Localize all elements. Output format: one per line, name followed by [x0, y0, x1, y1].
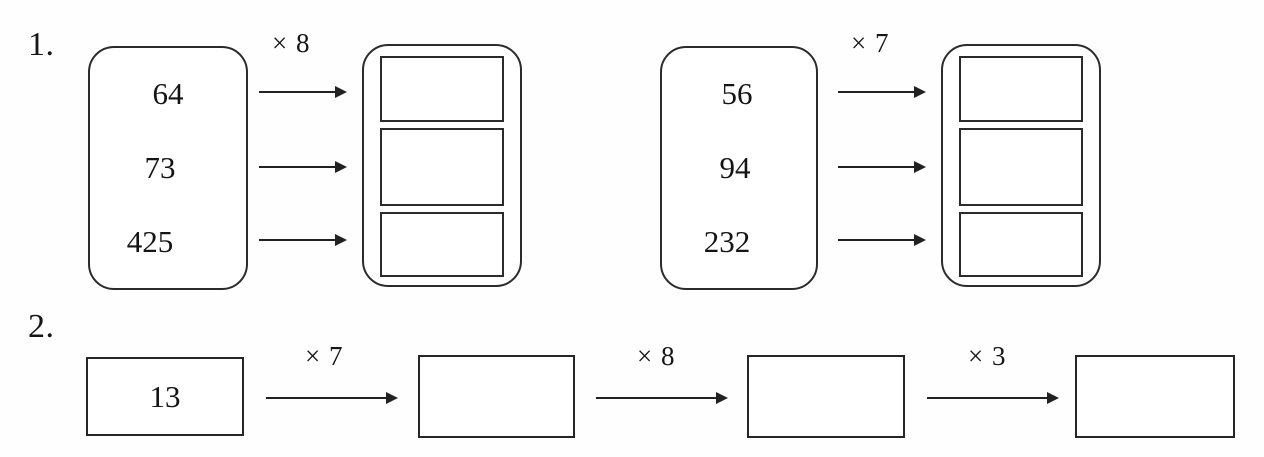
answer-slot-b-1[interactable]	[959, 56, 1083, 122]
input-capsule-group-b	[660, 46, 818, 290]
chain-answer-box-2[interactable]	[747, 355, 905, 438]
answer-slot-b-2[interactable]	[959, 128, 1083, 206]
operator-label-b: × 7	[851, 28, 890, 58]
input-value-b-2: 94	[719, 150, 751, 185]
operator-label-a: × 8	[272, 28, 311, 58]
arrow-b-1	[838, 86, 926, 98]
input-capsule-group-a	[88, 46, 248, 290]
input-value-a-2: 73	[144, 150, 176, 185]
problem-number-1: 1.	[28, 26, 55, 63]
answer-slot-a-1[interactable]	[380, 56, 504, 122]
arrow-b-2	[838, 161, 926, 173]
problem-number-2: 2.	[28, 308, 55, 345]
arrow-a-1	[259, 86, 347, 98]
input-value-b-1: 56	[721, 76, 753, 111]
chain-operator-label-1: × 7	[305, 341, 344, 371]
chain-arrow-2	[596, 392, 728, 404]
arrow-a-3	[259, 234, 347, 246]
chain-answer-box-1[interactable]	[418, 355, 575, 438]
answer-slot-b-3[interactable]	[959, 212, 1083, 277]
chain-start-value: 13	[149, 379, 181, 414]
arrow-b-3	[838, 234, 926, 246]
chain-operator-label-3: × 3	[968, 341, 1007, 371]
answer-slot-a-3[interactable]	[380, 212, 504, 277]
chain-arrow-1	[266, 392, 398, 404]
input-value-a-3: 425	[126, 224, 174, 259]
input-value-b-3: 232	[703, 224, 751, 259]
arrow-a-2	[259, 161, 347, 173]
input-value-a-1: 64	[152, 76, 184, 111]
chain-box-start	[86, 357, 244, 436]
answer-slot-a-2[interactable]	[380, 128, 504, 206]
chain-answer-box-3[interactable]	[1075, 355, 1235, 438]
chain-arrow-3	[927, 392, 1059, 404]
chain-operator-label-2: × 8	[637, 341, 676, 371]
